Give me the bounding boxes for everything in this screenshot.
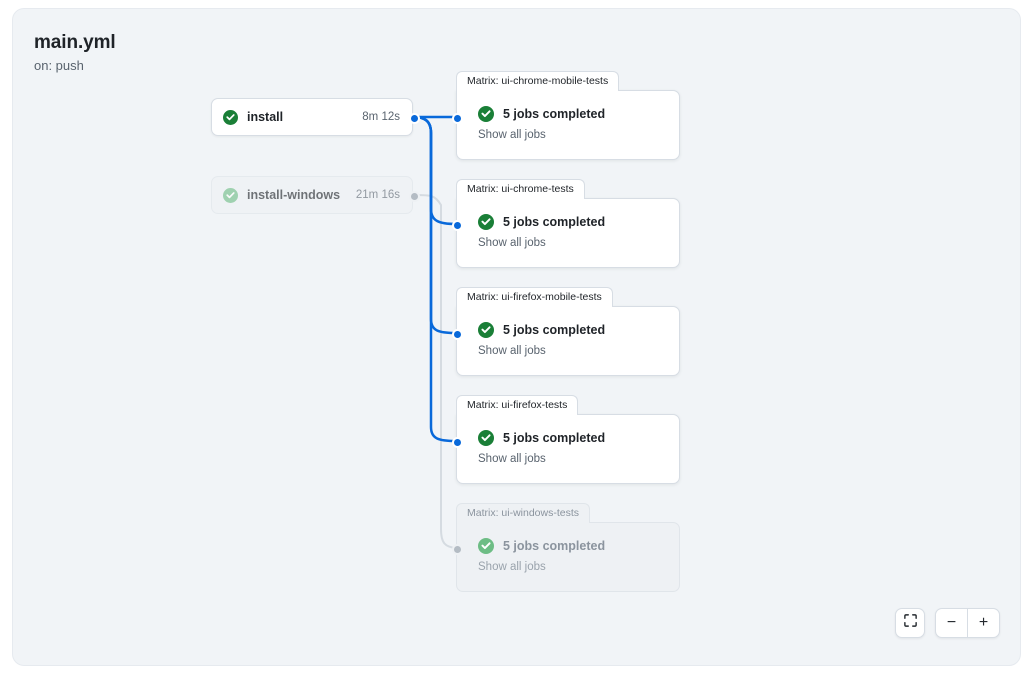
connector-dot-chrome-mobile-tests-input <box>452 113 463 124</box>
matrix-tab-label: Matrix: ui-firefox-mobile-tests <box>456 287 613 307</box>
matrix-status-row: 5 jobs completed <box>478 430 679 446</box>
matrix-card-ui-chrome-mobile-tests[interactable]: Matrix: ui-chrome-mobile-tests 5 jobs co… <box>456 71 680 160</box>
connector-dot-install-output <box>409 113 420 124</box>
matrix-tab-label: Matrix: ui-chrome-mobile-tests <box>456 71 620 91</box>
matrix-jobs-completed: 5 jobs completed <box>503 323 606 337</box>
plus-icon: + <box>978 614 989 631</box>
job-duration: 8m 12s <box>362 111 400 123</box>
connector-dot-install-windows-output <box>409 191 420 202</box>
matrix-card-body: 5 jobs completed Show all jobs <box>456 414 680 484</box>
edge-install-to-firefox-tests <box>412 115 457 443</box>
matrix-card-body: 5 jobs completed Show all jobs <box>456 198 680 268</box>
connector-dot-firefox-mobile-tests-input <box>452 329 463 340</box>
edge-install-windows-to-windows-tests <box>414 194 457 549</box>
matrix-jobs-completed: 5 jobs completed <box>503 107 606 121</box>
check-circle-icon <box>478 430 494 446</box>
control-divider <box>967 609 968 637</box>
zoom-in-button[interactable]: + <box>968 609 999 637</box>
zoom-button-group: − + <box>935 608 1000 638</box>
matrix-jobs-completed: 5 jobs completed <box>503 215 606 229</box>
matrix-jobs-completed: 5 jobs completed <box>503 431 606 445</box>
show-all-jobs-link[interactable]: Show all jobs <box>478 561 546 573</box>
matrix-tab-label: Matrix: ui-chrome-tests <box>456 179 585 199</box>
show-all-jobs-link[interactable]: Show all jobs <box>478 453 546 465</box>
matrix-card-body: 5 jobs completed Show all jobs <box>456 522 680 592</box>
job-node-install-windows[interactable]: install-windows 21m 16s <box>211 176 413 214</box>
connector-dot-windows-tests-input <box>452 544 463 555</box>
edge-install-to-firefox-mobile-tests <box>412 115 457 335</box>
matrix-card-ui-windows-tests[interactable]: Matrix: ui-windows-tests 5 jobs complete… <box>456 503 680 592</box>
minus-icon: − <box>946 614 957 631</box>
matrix-card-body: 5 jobs completed Show all jobs <box>456 306 680 376</box>
matrix-card-ui-firefox-mobile-tests[interactable]: Matrix: ui-firefox-mobile-tests 5 jobs c… <box>456 287 680 376</box>
job-node-install[interactable]: install 8m 12s <box>211 98 413 136</box>
matrix-jobs-completed: 5 jobs completed <box>503 539 606 553</box>
show-all-jobs-link[interactable]: Show all jobs <box>478 237 546 249</box>
fit-screen-icon <box>903 613 918 633</box>
show-all-jobs-link[interactable]: Show all jobs <box>478 345 546 357</box>
matrix-card-body: 5 jobs completed Show all jobs <box>456 90 680 160</box>
connector-dot-firefox-tests-input <box>452 437 463 448</box>
check-circle-icon <box>478 106 494 122</box>
matrix-tab-label: Matrix: ui-windows-tests <box>456 503 591 523</box>
matrix-status-row: 5 jobs completed <box>478 322 679 338</box>
workflow-trigger: on: push <box>34 58 84 73</box>
check-circle-icon <box>478 538 494 554</box>
zoom-out-button[interactable]: − <box>936 609 967 637</box>
connector-dot-chrome-tests-input <box>452 220 463 231</box>
check-circle-icon <box>223 109 238 125</box>
zoom-controls: − + <box>895 608 1000 638</box>
job-label: install <box>247 110 284 124</box>
workflow-title: main.yml <box>34 32 116 53</box>
check-circle-icon <box>478 322 494 338</box>
job-label: install-windows <box>247 188 341 202</box>
fit-screen-button[interactable] <box>895 608 925 638</box>
workflow-canvas[interactable]: main.yml on: push install 8m 12s <box>12 8 1021 666</box>
check-circle-icon <box>223 187 238 203</box>
matrix-card-ui-chrome-tests[interactable]: Matrix: ui-chrome-tests 5 jobs completed… <box>456 179 680 268</box>
matrix-card-ui-firefox-tests[interactable]: Matrix: ui-firefox-tests 5 jobs complete… <box>456 395 680 484</box>
matrix-status-row: 5 jobs completed <box>478 538 679 554</box>
workflow-header: main.yml on: push <box>34 31 116 75</box>
check-circle-icon <box>478 214 494 230</box>
job-duration: 21m 16s <box>355 189 400 201</box>
show-all-jobs-link[interactable]: Show all jobs <box>478 129 546 141</box>
matrix-tab-label: Matrix: ui-firefox-tests <box>456 395 579 415</box>
matrix-status-row: 5 jobs completed <box>478 214 679 230</box>
edge-install-to-chrome-tests <box>412 115 457 226</box>
matrix-status-row: 5 jobs completed <box>478 106 679 122</box>
